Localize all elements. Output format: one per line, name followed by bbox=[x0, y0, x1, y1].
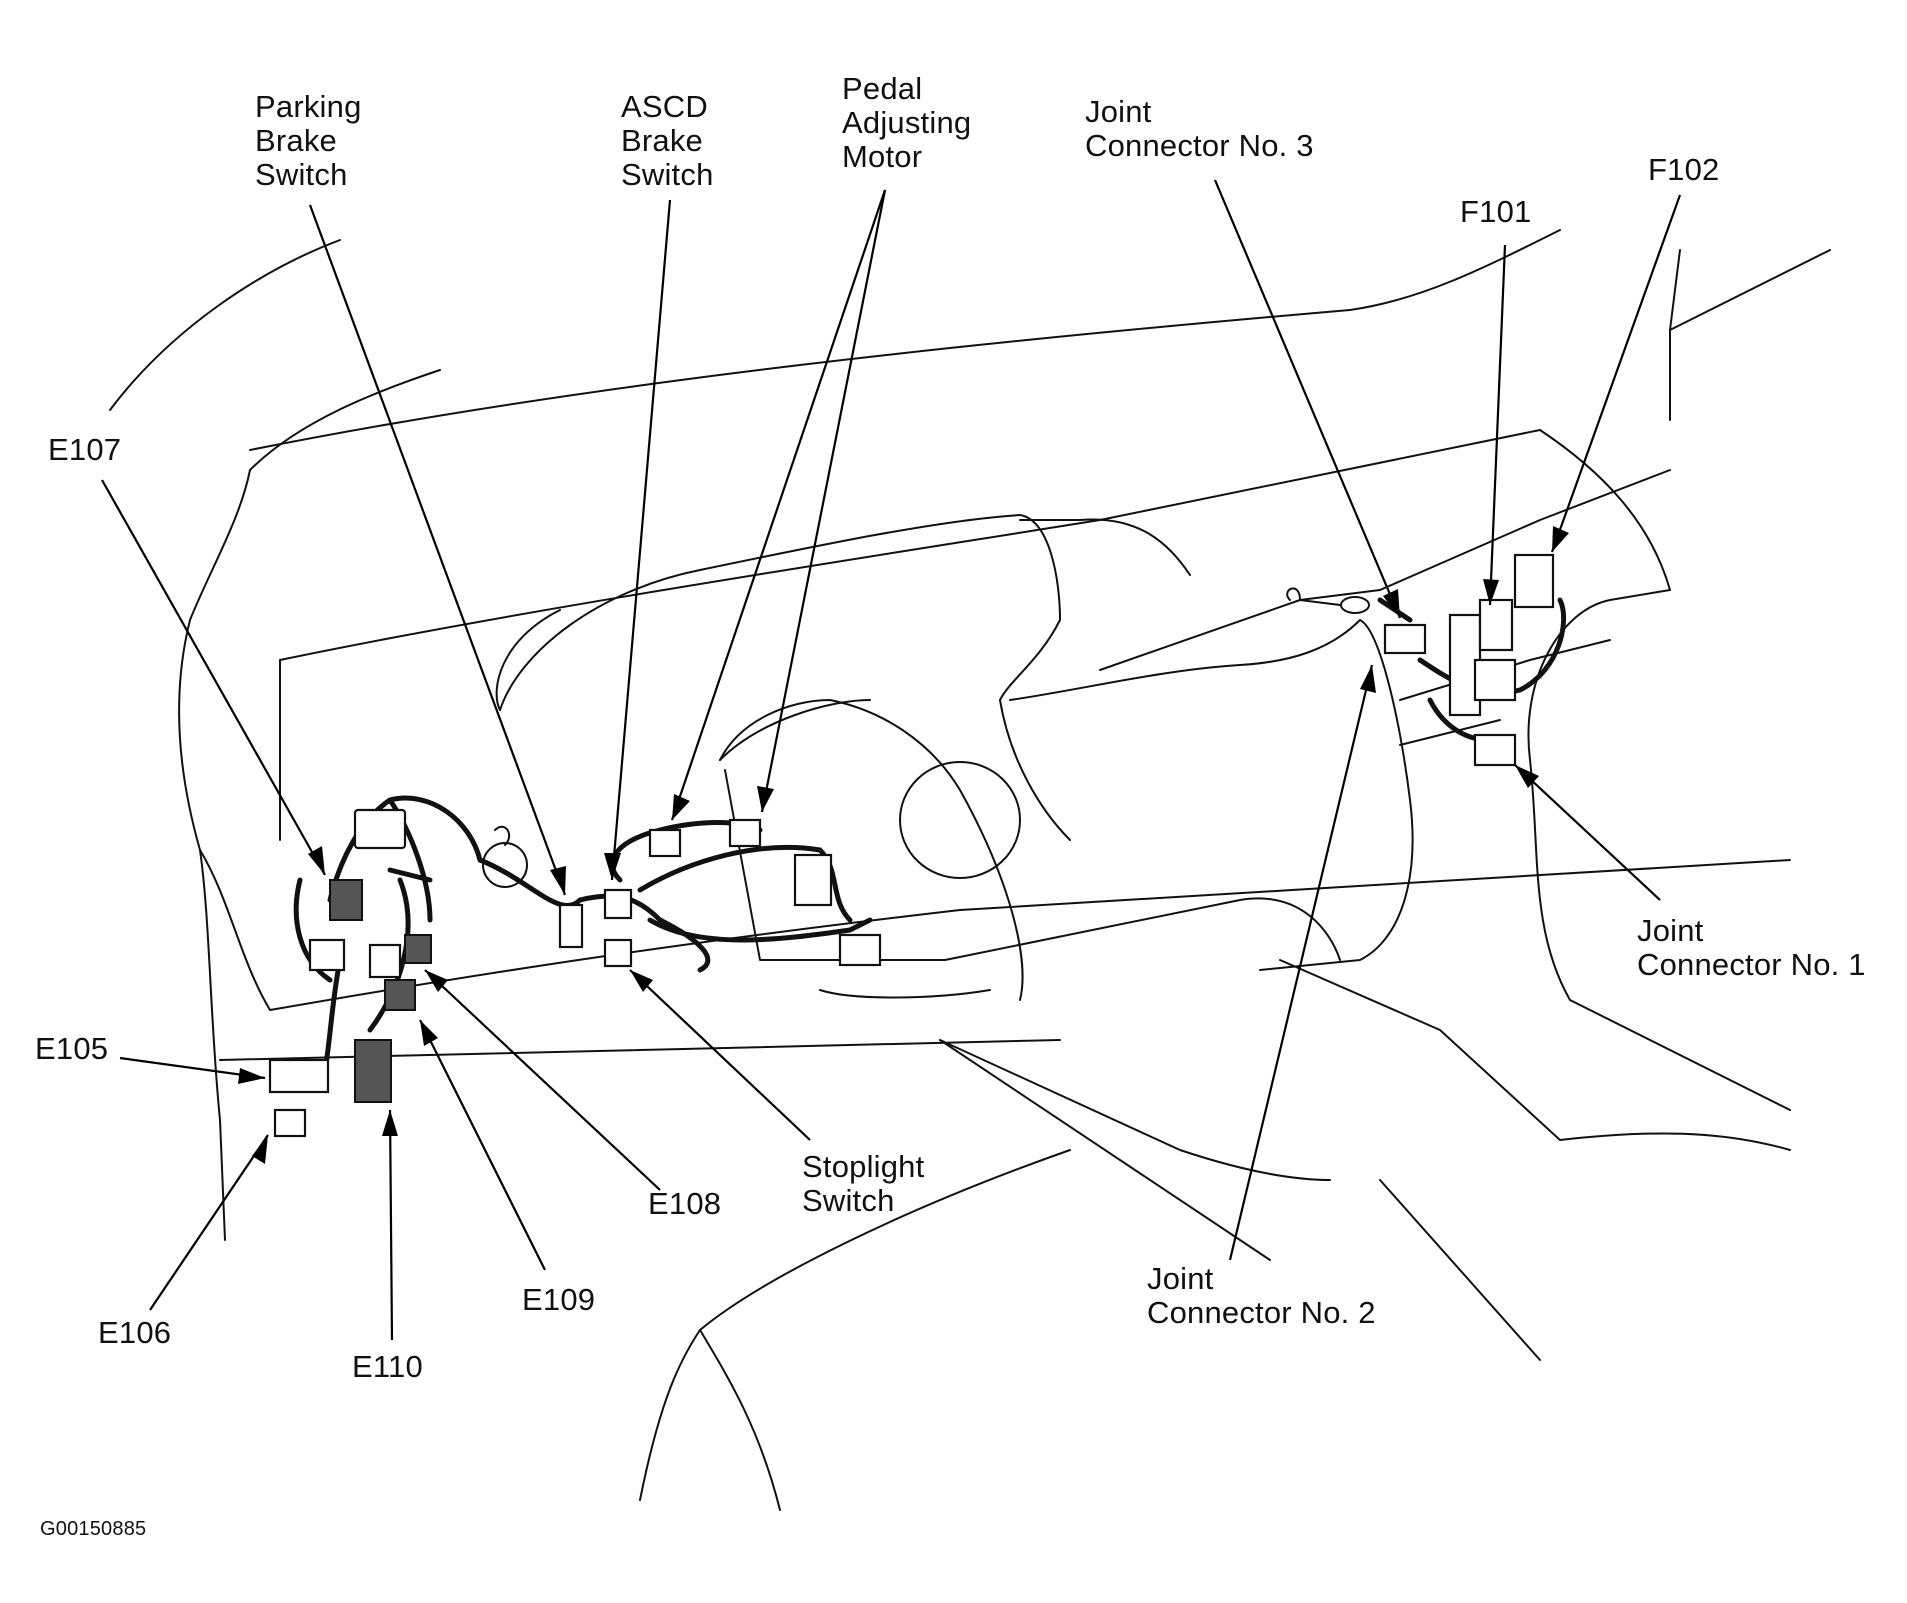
f102-connector bbox=[1513, 553, 1555, 609]
leader-e107 bbox=[101, 479, 326, 876]
left-connector-a bbox=[308, 938, 346, 972]
label-joint-connector-2: Joint Connector No. 2 bbox=[1147, 1261, 1376, 1330]
leader-e109 bbox=[419, 1019, 546, 1271]
f101-connector-b bbox=[1478, 598, 1514, 652]
label-f102: F102 bbox=[1648, 152, 1720, 187]
parking-brake-switch-connector bbox=[558, 903, 584, 949]
label-e107: E107 bbox=[48, 432, 122, 467]
joint-connector-1-body bbox=[1473, 733, 1517, 767]
label-ascd-brake-switch: ASCD Brake Switch bbox=[621, 89, 714, 192]
arrow-e109 bbox=[420, 1020, 438, 1046]
joint-connector-3-body bbox=[1383, 623, 1427, 655]
arrow-f102 bbox=[1552, 526, 1569, 552]
arrow-e110 bbox=[382, 1110, 398, 1136]
label-e106: E106 bbox=[98, 1315, 172, 1350]
pedal-motor-connector-2 bbox=[728, 818, 762, 848]
label-e110: E110 bbox=[352, 1349, 423, 1384]
label-e108: E108 bbox=[648, 1186, 722, 1221]
arrow-pedal-motor-1 bbox=[672, 794, 690, 820]
leader-pedal-motor-1 bbox=[670, 189, 887, 821]
leader-f102 bbox=[1550, 194, 1682, 553]
label-stoplight-switch: Stoplight Switch bbox=[802, 1149, 925, 1218]
label-f101: F101 bbox=[1460, 194, 1532, 229]
wiring-harness bbox=[293, 597, 1567, 1093]
label-joint-connector-3: Joint Connector No. 3 bbox=[1085, 94, 1314, 163]
leader-ascd-brake-switch bbox=[610, 199, 672, 881]
arrow-e108 bbox=[425, 970, 448, 992]
e109-connector bbox=[384, 979, 416, 1011]
label-parking-brake-switch: Parking Brake Switch bbox=[255, 89, 362, 192]
arrowheads bbox=[238, 526, 1569, 1164]
label-e109: E109 bbox=[522, 1282, 596, 1317]
top-relay-connector bbox=[353, 808, 407, 850]
e108-connector bbox=[404, 934, 432, 964]
figure-id: G00150885 bbox=[40, 1518, 147, 1540]
arrow-e105 bbox=[238, 1068, 265, 1084]
left-connectors bbox=[268, 808, 528, 1138]
e105-connector bbox=[268, 1058, 330, 1094]
leader-pedal-motor-2 bbox=[760, 189, 887, 813]
arrow-joint-connector-3 bbox=[1383, 589, 1400, 618]
arrow-pedal-motor-2 bbox=[757, 786, 774, 812]
ascd-brake-switch-connector bbox=[603, 888, 633, 920]
leader-joint-connector-3 bbox=[1213, 179, 1402, 619]
left-connector-b bbox=[368, 943, 402, 979]
leader-stoplight-switch bbox=[629, 969, 811, 1141]
leader-e108 bbox=[424, 969, 661, 1191]
stoplight-switch-connector bbox=[603, 938, 633, 968]
leader-joint-connector-1 bbox=[1514, 764, 1661, 901]
steering-column bbox=[719, 699, 1024, 1001]
leader-f101 bbox=[1488, 244, 1507, 606]
leader-joint-connector-2 bbox=[1228, 664, 1374, 1261]
leader-e110 bbox=[388, 1109, 394, 1341]
leader-parking-brake-switch bbox=[308, 204, 567, 896]
label-joint-connector-1: Joint Connector No. 1 bbox=[1637, 913, 1866, 982]
label-pedal-adjusting-motor: Pedal Adjusting Motor bbox=[842, 71, 972, 174]
center-connectors bbox=[558, 818, 882, 968]
arrow-e107 bbox=[308, 846, 325, 875]
right-harness-connector bbox=[838, 933, 882, 967]
arrow-parking-brake-switch bbox=[550, 866, 566, 895]
round-connector bbox=[482, 842, 528, 888]
pedal-motor-connector-1 bbox=[648, 828, 682, 858]
arrow-joint-connector-1 bbox=[1515, 765, 1539, 788]
arrow-joint-connector-2 bbox=[1360, 665, 1376, 693]
e106-connector bbox=[273, 1108, 307, 1138]
arrow-e106 bbox=[252, 1135, 268, 1164]
label-e105: E105 bbox=[35, 1031, 109, 1066]
leader-e106 bbox=[149, 1134, 269, 1311]
center-relay-connector bbox=[793, 853, 833, 907]
leader-lines bbox=[101, 179, 1682, 1341]
arrow-ascd-brake-switch bbox=[604, 853, 621, 880]
e110-connector bbox=[354, 1039, 392, 1103]
f101-connector-c bbox=[1473, 658, 1517, 702]
arrow-f101 bbox=[1483, 579, 1499, 605]
e107-connector bbox=[329, 879, 363, 921]
dashboard-outline bbox=[109, 229, 1831, 1511]
right-connectors bbox=[1286, 553, 1555, 767]
arrow-stoplight-switch bbox=[630, 970, 653, 992]
